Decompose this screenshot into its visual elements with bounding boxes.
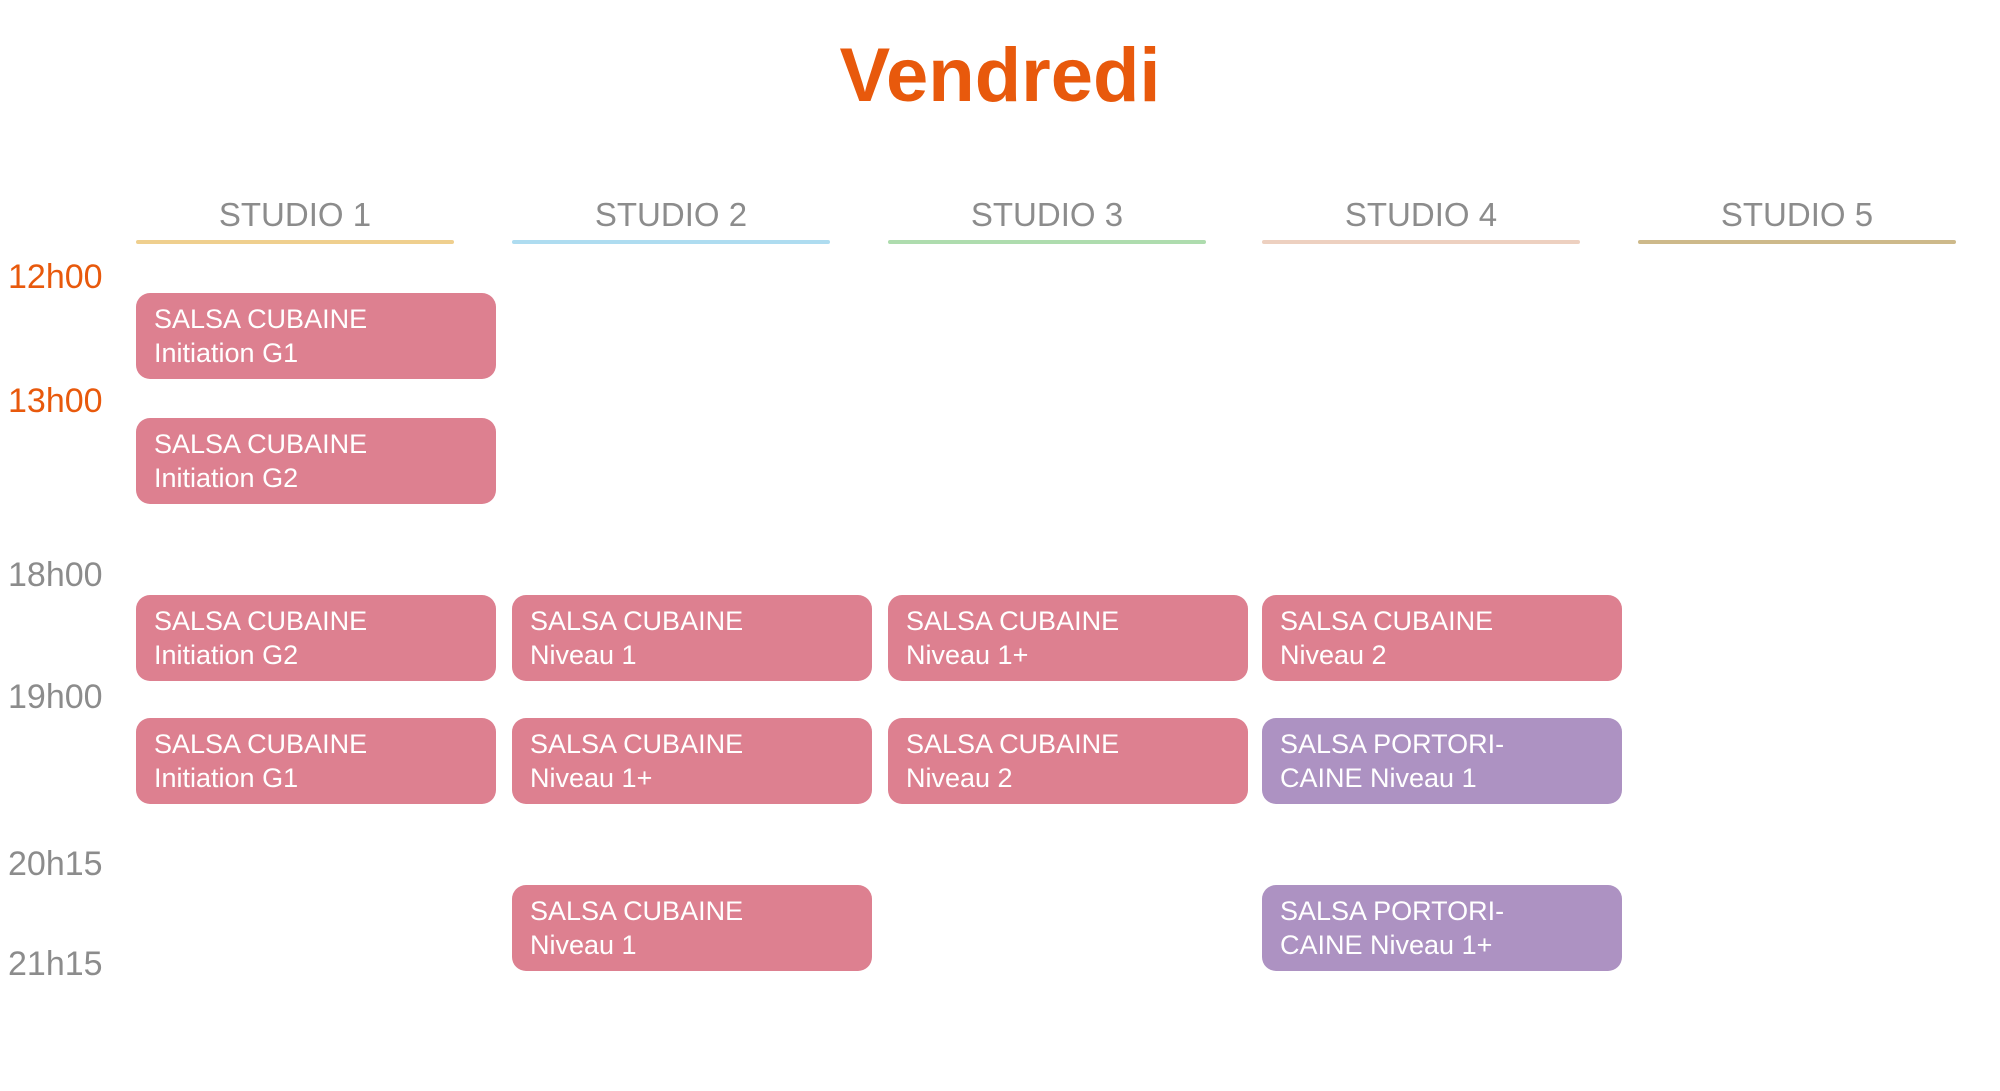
- course-level: Niveau 2: [906, 763, 1013, 793]
- course-card[interactable]: SALSA CUBAINE Niveau 1: [512, 595, 872, 681]
- course-title: SALSA CUBAINE: [530, 896, 744, 926]
- studio-column-label: STUDIO 5: [1720, 196, 1874, 233]
- course-title: SALSA CUBAINE: [530, 606, 744, 636]
- course-level: Initiation G1: [154, 763, 299, 793]
- time-label-18h00: 18h00: [8, 556, 103, 594]
- course-title: SALSA CUBAINE: [530, 729, 744, 759]
- course-card[interactable]: SALSA CUBAINE Initiation G2: [136, 595, 496, 681]
- course-title: SALSA CUBAINE: [154, 304, 368, 334]
- course-level: CAINE Niveau 1+: [1280, 930, 1493, 960]
- studio-column-label: STUDIO 1: [218, 196, 372, 233]
- course-card[interactable]: SALSA CUBAINE Initiation G1: [136, 718, 496, 804]
- studio-column-underline: [1262, 240, 1580, 244]
- course-level: Niveau 1+: [906, 640, 1029, 670]
- course-level: Niveau 1: [530, 640, 637, 670]
- studio-column-header-5: STUDIO 5: [1638, 196, 1956, 244]
- course-card[interactable]: SALSA CUBAINE Niveau 2: [1262, 595, 1622, 681]
- course-card[interactable]: SALSA CUBAINE Niveau 1+: [512, 718, 872, 804]
- course-title: SALSA PORTORI-: [1280, 729, 1505, 759]
- time-label-21h15: 21h15: [8, 945, 103, 983]
- course-card[interactable]: SALSA CUBAINE Initiation G1: [136, 293, 496, 379]
- studio-column-label: STUDIO 4: [1344, 196, 1498, 233]
- course-level: Initiation G2: [154, 640, 299, 670]
- course-title: SALSA CUBAINE: [1280, 606, 1494, 636]
- course-title: SALSA PORTORI-: [1280, 896, 1505, 926]
- course-level: Niveau 1+: [530, 763, 653, 793]
- studio-column-header-1: STUDIO 1: [136, 196, 454, 244]
- studio-column-label: STUDIO 3: [970, 196, 1124, 233]
- time-label-20h15: 20h15: [8, 845, 103, 883]
- course-level: Initiation G1: [154, 338, 299, 368]
- course-title: SALSA CUBAINE: [154, 729, 368, 759]
- course-card[interactable]: SALSA PORTORI- CAINE Niveau 1: [1262, 718, 1622, 804]
- studio-column-underline: [888, 240, 1206, 244]
- course-card[interactable]: SALSA CUBAINE Niveau 2: [888, 718, 1248, 804]
- course-card[interactable]: SALSA PORTORI- CAINE Niveau 1+: [1262, 885, 1622, 971]
- studio-column-underline: [136, 240, 454, 244]
- time-label-12h00: 12h00: [8, 258, 103, 296]
- studio-header-row: STUDIO 1 STUDIO 2 STUDIO 3 STUDIO 4 STUDIO 5: [136, 196, 1966, 258]
- course-title: SALSA CUBAINE: [154, 606, 368, 636]
- course-title: SALSA CUBAINE: [154, 429, 368, 459]
- course-title: SALSA CUBAINE: [906, 729, 1120, 759]
- course-title: SALSA CUBAINE: [906, 606, 1120, 636]
- time-label-13h00: 13h00: [8, 382, 103, 420]
- studio-column-underline: [1638, 240, 1956, 244]
- page-title: Vendredi: [839, 33, 1161, 118]
- studio-column-label: STUDIO 2: [594, 196, 748, 233]
- course-level: Niveau 1: [530, 930, 637, 960]
- studio-column-underline: [512, 240, 830, 244]
- course-level: Initiation G2: [154, 463, 299, 493]
- course-card[interactable]: SALSA CUBAINE Initiation G2: [136, 418, 496, 504]
- course-level: CAINE Niveau 1: [1280, 763, 1477, 793]
- studio-column-header-2: STUDIO 2: [512, 196, 830, 244]
- course-card[interactable]: SALSA CUBAINE Niveau 1: [512, 885, 872, 971]
- studio-column-header-3: STUDIO 3: [888, 196, 1206, 244]
- time-label-19h00: 19h00: [8, 678, 103, 716]
- studio-column-header-4: STUDIO 4: [1262, 196, 1580, 244]
- course-card[interactable]: SALSA CUBAINE Niveau 1+: [888, 595, 1248, 681]
- course-level: Niveau 2: [1280, 640, 1387, 670]
